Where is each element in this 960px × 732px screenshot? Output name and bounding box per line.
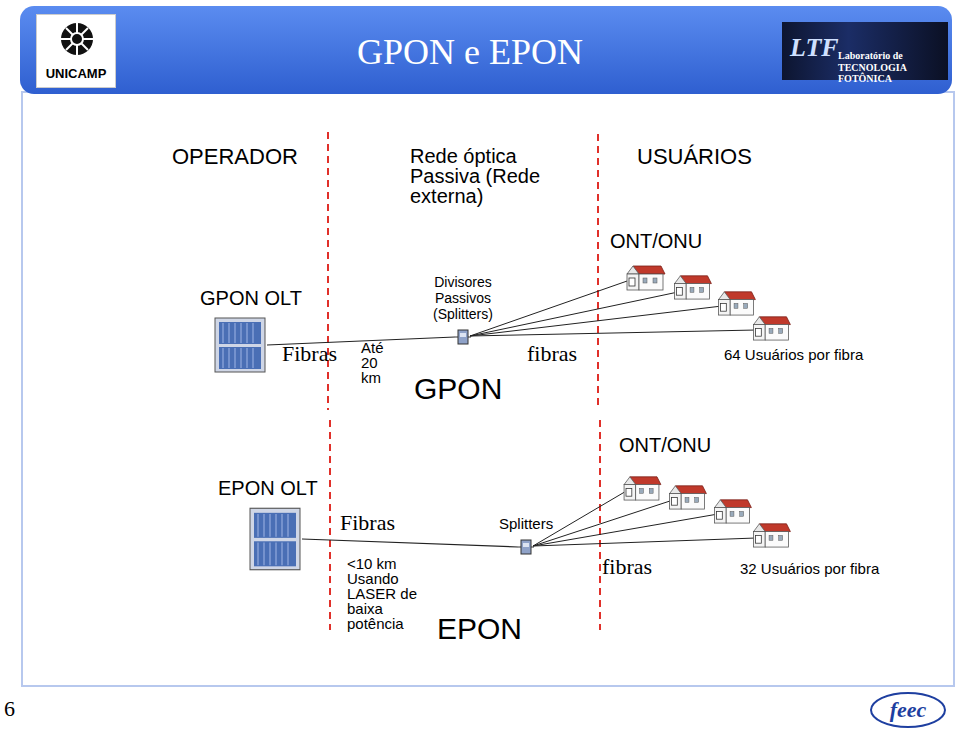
split-icon <box>455 328 471 346</box>
text-label: 32 Usuários por fibra <box>740 561 880 576</box>
text-label: Rede óptica Passiva (Rede externa) <box>410 146 590 206</box>
node-heading: EPON OLT <box>218 477 318 500</box>
logo-text: Laboratório de TECNOLOGIA FOTÔNICA <box>838 50 946 85</box>
text-label: USUÁRIOS <box>637 146 752 168</box>
logo-text: feec <box>872 698 944 721</box>
text-label: fibras <box>602 556 652 578</box>
node-box: EPON OLT <box>248 506 302 572</box>
text-label: OPERADOR <box>172 146 298 168</box>
node-box: Splitters <box>518 538 534 556</box>
text-label: EPON <box>437 614 522 644</box>
node-heading: Splitters <box>499 515 553 532</box>
node-box: UNICAMP <box>36 14 116 88</box>
text-label: ONT/ONU <box>610 231 702 251</box>
text-label: ONT/ONU <box>619 435 711 455</box>
logo-text: UNICAMP <box>37 67 115 81</box>
edge-label: Fibras <box>282 343 337 365</box>
olt-icon <box>213 316 267 374</box>
node-box: GPON OLT <box>213 316 267 374</box>
slide-title: GPON e EPON <box>300 34 640 72</box>
text-label: 6 <box>4 698 15 720</box>
text-label: Até 20 km <box>361 340 401 385</box>
text-label: GPON <box>414 374 502 404</box>
unicamp-icon <box>37 15 117 65</box>
text-label: fibras <box>527 343 577 365</box>
olt-icon <box>248 506 302 572</box>
node-box: feec <box>870 692 946 728</box>
logo-text: LTF <box>790 34 839 61</box>
text-label: 64 Usuários por fibra <box>724 347 864 362</box>
edge-label: Fibras <box>340 512 395 534</box>
fiber-connector <box>302 539 518 547</box>
node-heading: Divisores Passivos (Splitters) <box>409 274 517 322</box>
node-box: Divisores Passivos (Splitters) <box>455 328 471 346</box>
split-icon <box>518 538 534 556</box>
node-box: LTFLaboratório de TECNOLOGIA FOTÔNICA <box>782 22 948 80</box>
node-heading: GPON OLT <box>200 287 302 310</box>
text-label: <10 km Usando LASER de baixa potência <box>347 556 429 631</box>
